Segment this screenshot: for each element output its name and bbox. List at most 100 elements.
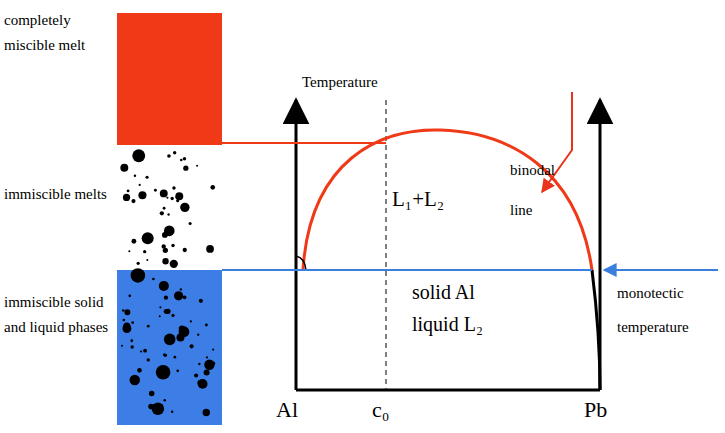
solid-band (117, 270, 222, 425)
callout-label: binodal line (510, 150, 566, 230)
droplet (152, 278, 155, 281)
droplet (131, 239, 136, 244)
droplet (197, 334, 199, 336)
droplet (180, 288, 182, 290)
droplet (176, 369, 179, 372)
droplet (162, 258, 168, 264)
droplet (128, 294, 131, 297)
droplet (127, 189, 130, 192)
droplet (161, 375, 164, 378)
droplet (210, 185, 215, 190)
droplet (183, 295, 187, 299)
droplet (173, 151, 176, 154)
droplet (183, 157, 186, 160)
droplet (172, 186, 175, 189)
droplet (130, 345, 133, 348)
droplet (180, 159, 183, 162)
region-label: solid Al liquid L₂ (412, 276, 507, 340)
droplet (204, 360, 214, 370)
band-label: immiscible solid and liquid phases (4, 290, 112, 340)
droplet (156, 365, 171, 380)
droplet (176, 334, 184, 342)
droplet (137, 368, 142, 373)
droplet (206, 356, 208, 358)
droplet (183, 166, 188, 171)
monotectic-line (222, 269, 592, 271)
droplet (124, 309, 130, 315)
axis-label: c₀ (372, 396, 412, 424)
droplet (171, 314, 174, 317)
droplet (198, 363, 200, 365)
droplet (171, 411, 173, 413)
droplet (164, 309, 169, 314)
droplet (131, 321, 134, 324)
axis-label: Al (276, 396, 316, 424)
liquidus-curve (592, 270, 600, 390)
droplet (145, 176, 148, 179)
droplet (120, 164, 128, 172)
droplet (123, 194, 130, 201)
droplet (212, 361, 216, 365)
droplet (131, 199, 135, 203)
droplet (154, 189, 157, 192)
droplet (160, 189, 168, 197)
axis-label: Pb (584, 396, 624, 424)
droplet (123, 319, 126, 322)
droplet (190, 320, 192, 322)
droplet (159, 281, 169, 291)
al-liquidus (296, 256, 306, 270)
droplet (164, 225, 175, 236)
droplet (131, 268, 146, 283)
droplet (212, 348, 214, 350)
droplet (163, 207, 166, 210)
droplet (146, 259, 148, 261)
droplet (149, 391, 155, 397)
immiscible-band (117, 145, 222, 270)
droplet (143, 250, 146, 253)
droplet (189, 344, 193, 348)
droplet (147, 325, 150, 328)
droplet (167, 213, 169, 215)
droplet (173, 356, 176, 359)
droplet (140, 350, 142, 352)
droplet (196, 165, 198, 167)
droplet (123, 322, 130, 329)
droplet (166, 197, 168, 199)
droplet (129, 375, 140, 386)
droplet (175, 192, 183, 200)
droplet (139, 184, 141, 186)
droplet (204, 369, 210, 375)
droplet (170, 260, 178, 268)
droplet (143, 349, 147, 353)
droplet (164, 296, 168, 300)
binodal-curve (303, 130, 592, 270)
droplet (159, 306, 161, 308)
droplet (205, 323, 208, 326)
composition-axis (296, 389, 600, 392)
droplet (194, 373, 198, 377)
droplet (134, 175, 136, 177)
droplet (206, 245, 214, 253)
droplets (120, 149, 215, 416)
callout-label: monotectic temperature (617, 276, 721, 344)
droplet (142, 232, 154, 244)
droplet (128, 250, 130, 252)
droplet (147, 358, 150, 361)
droplet (171, 244, 174, 247)
droplet (137, 262, 140, 265)
droplet (164, 354, 167, 357)
region-label: L₁+L₂ (392, 186, 482, 212)
droplet (130, 339, 133, 342)
droplet (167, 154, 171, 158)
droplet (183, 248, 187, 252)
droplet (159, 315, 161, 317)
droplet (121, 345, 123, 347)
band-label: immiscible melts (4, 182, 112, 207)
melt-band (117, 13, 222, 145)
droplet (176, 199, 179, 202)
droplet (137, 153, 139, 155)
droplet (203, 409, 210, 416)
droplet (160, 211, 164, 215)
droplet (179, 326, 185, 332)
